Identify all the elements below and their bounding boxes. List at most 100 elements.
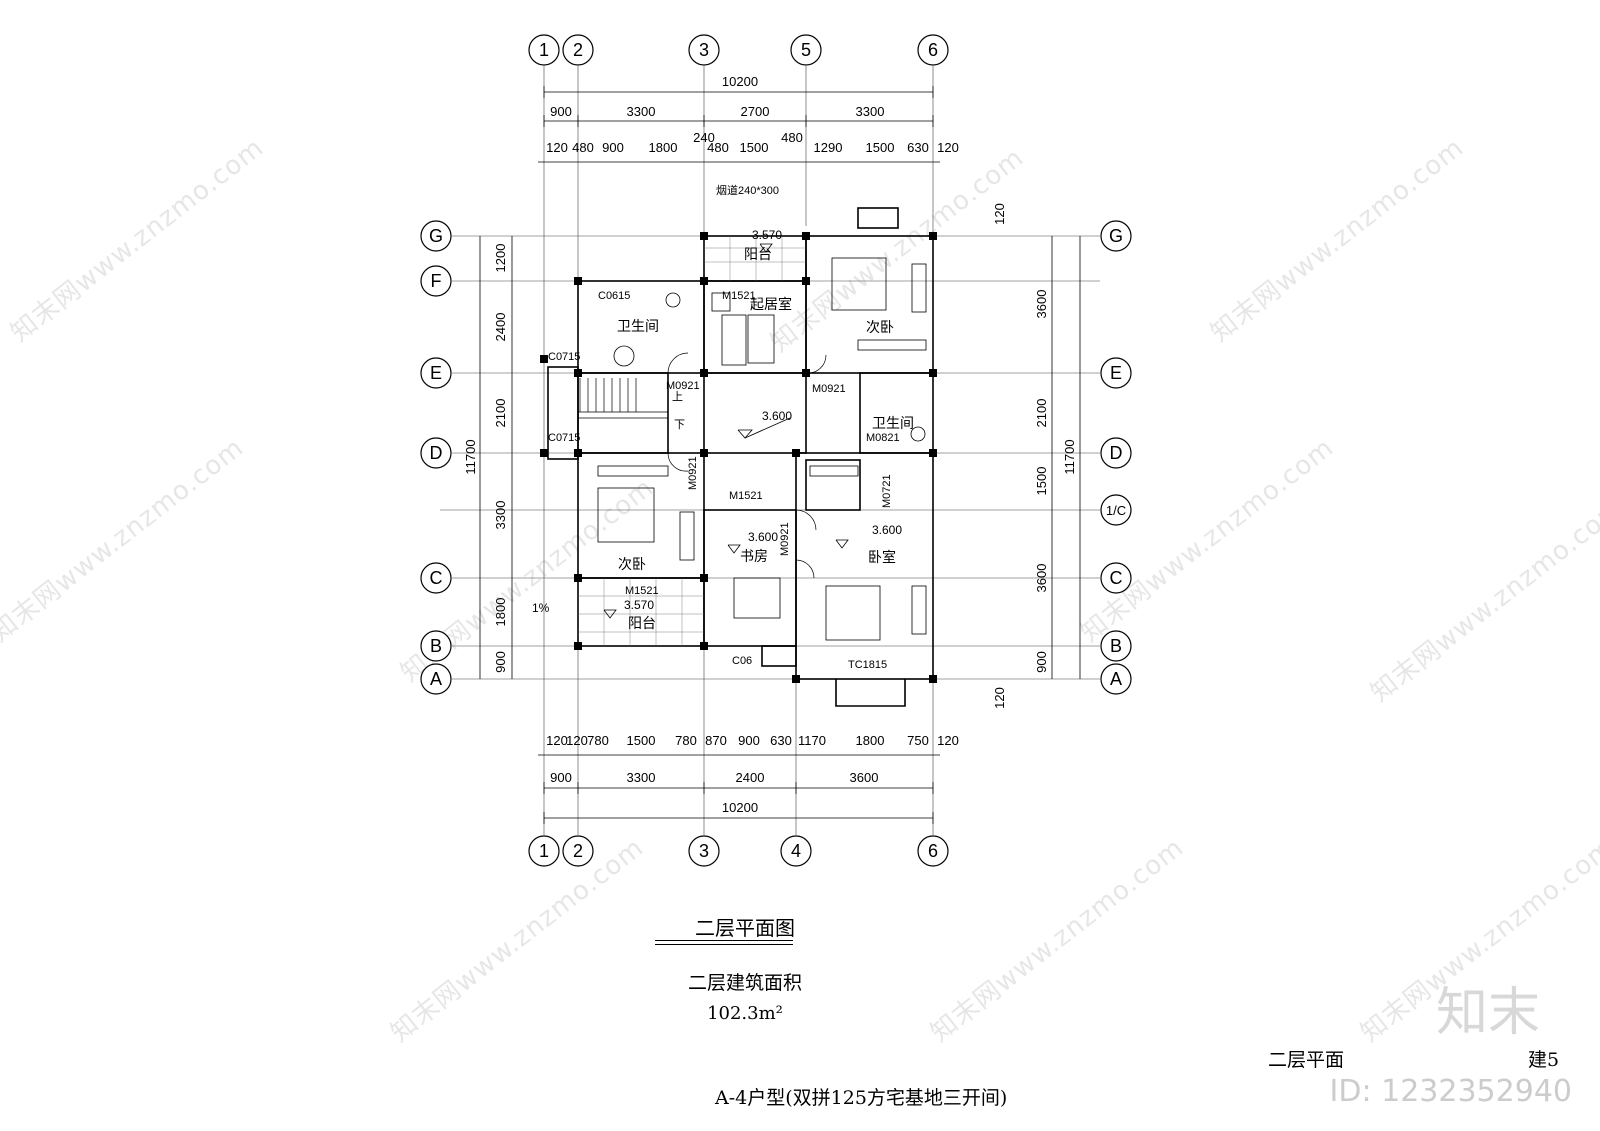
dim-bottom-detail: 780 bbox=[587, 733, 609, 748]
title-underline bbox=[655, 940, 793, 941]
dim-bottom-detail: 1170 bbox=[798, 733, 826, 748]
dim-top-detail: 480 bbox=[781, 130, 803, 145]
dim-bottom-detail: 780 bbox=[675, 733, 697, 748]
elevation-label: 3.600 bbox=[872, 523, 902, 537]
room-label-study: 书房 bbox=[740, 549, 768, 565]
dim-top-detail: 1290 bbox=[814, 140, 843, 155]
dim-right-axis: 2100 bbox=[1034, 399, 1049, 428]
elevation-label: 3.600 bbox=[762, 409, 792, 423]
dim-top-axis: 900 bbox=[550, 104, 572, 119]
axis-label-left: G bbox=[429, 226, 443, 246]
room-label-bath-left: 卫生间 bbox=[617, 319, 659, 335]
dim-top-detail: 480 bbox=[572, 140, 594, 155]
sheet-number: 建5 bbox=[1528, 1049, 1560, 1071]
room-label-balcony-bottom: 阳台 bbox=[628, 616, 656, 632]
flue-label: 烟道240*300 bbox=[716, 183, 779, 197]
axis-label-left: F bbox=[431, 271, 442, 291]
area-label: 二层建筑面积 bbox=[687, 972, 802, 994]
dim-top-axis: 3300 bbox=[856, 104, 885, 119]
dim-bottom-axis: 900 bbox=[550, 770, 572, 785]
dim-top-detail: 120 bbox=[937, 140, 959, 155]
axis-label-left: E bbox=[430, 363, 442, 383]
axis-label-bottom: 3 bbox=[699, 841, 709, 861]
dim-top-detail: 1800 bbox=[649, 140, 678, 155]
elevation-label: 3.600 bbox=[748, 530, 778, 544]
axis-label-right: E bbox=[1110, 363, 1122, 383]
door-label: M1521 bbox=[625, 585, 659, 597]
dim-left-axis: 3300 bbox=[493, 501, 508, 530]
window-label: C0615 bbox=[598, 290, 630, 302]
dim-bottom-axis: 3300 bbox=[627, 770, 656, 785]
watermark-id: ID: 1232352940 bbox=[1329, 1074, 1572, 1109]
dim-bottom-detail: 1800 bbox=[856, 733, 885, 748]
dim-right-axis: 1500 bbox=[1034, 467, 1049, 496]
room-label-master: 卧室 bbox=[868, 549, 896, 566]
area-value: 102.3m² bbox=[707, 1003, 783, 1024]
dim-right-small: 120 bbox=[992, 687, 1007, 709]
room-label-bath-right: 卫生间 bbox=[872, 416, 914, 432]
axis-label-top: 3 bbox=[699, 40, 709, 60]
axis-label-top: 5 bbox=[801, 40, 811, 60]
room-label-balcony-top: 阳台 bbox=[744, 247, 772, 263]
dim-bottom-detail: 120 bbox=[937, 733, 959, 748]
dim-bottom-detail: 120 bbox=[566, 733, 588, 748]
stair-up-label: 上 bbox=[672, 390, 683, 403]
window-label: C0715 bbox=[548, 351, 580, 363]
dim-top-detail: 1500 bbox=[740, 140, 769, 155]
dim-top-total: 10200 bbox=[722, 74, 758, 89]
dim-bottom-detail: 630 bbox=[770, 733, 792, 748]
axis-label-bottom: 1 bbox=[539, 841, 549, 861]
axis-label-top: 2 bbox=[573, 40, 583, 60]
axis-label-right: G bbox=[1109, 226, 1123, 246]
axis-label-bottom: 2 bbox=[573, 841, 583, 861]
axis-label-top: 6 bbox=[928, 40, 938, 60]
dim-bottom-detail: 750 bbox=[907, 733, 929, 748]
room-label-bed2-left: 次卧 bbox=[618, 557, 646, 573]
drawing-title: 二层平面图 bbox=[695, 916, 795, 940]
dim-top-detail: 630 bbox=[907, 140, 929, 155]
stair-down-label: 下 bbox=[674, 419, 685, 431]
dim-bottom-detail: 120 bbox=[546, 733, 568, 748]
axis-label-bottom: 6 bbox=[928, 841, 938, 861]
dim-top-detail: 240 bbox=[693, 130, 715, 145]
axis-label-left: D bbox=[430, 443, 443, 463]
room-label-living: 起居室 bbox=[750, 296, 792, 313]
dim-top-detail: 120 bbox=[546, 140, 568, 155]
door-label: M1521 bbox=[722, 290, 756, 302]
dim-left-axis: 1800 bbox=[493, 598, 508, 627]
dim-right-small: 120 bbox=[992, 203, 1007, 225]
door-label: M1521 bbox=[729, 490, 763, 502]
dim-top-axis: 2700 bbox=[741, 104, 770, 119]
dim-left-axis: 2100 bbox=[493, 399, 508, 428]
dim-left-axis: 900 bbox=[493, 651, 508, 673]
axis-label-right: C bbox=[1110, 568, 1123, 588]
door-label: M0921 bbox=[812, 383, 846, 395]
dim-bottom-total: 10200 bbox=[722, 800, 758, 815]
slope-label: 1% bbox=[532, 601, 550, 615]
axis-label-bottom: 4 bbox=[791, 841, 801, 861]
dim-bottom-axis: 2400 bbox=[736, 770, 765, 785]
door-label: M0921 bbox=[687, 456, 699, 490]
unit-type-label: A-4户型(双拼125方宅基地三开间) bbox=[715, 1087, 1008, 1109]
axis-label-right: A bbox=[1110, 669, 1122, 689]
axis-label-left: A bbox=[430, 669, 442, 689]
door-label: M0921 bbox=[666, 380, 700, 392]
axis-label-left: C bbox=[430, 568, 443, 588]
door-label: M0721 bbox=[881, 474, 893, 508]
dim-right-axis: 900 bbox=[1034, 651, 1049, 673]
window-label: C06 bbox=[732, 655, 752, 667]
door-label: M0821 bbox=[866, 432, 900, 444]
dim-top-detail: 480 bbox=[707, 140, 729, 155]
watermark-logo: 知末 bbox=[1435, 983, 1540, 1043]
axis-label-right: D bbox=[1110, 443, 1123, 463]
dim-left-axis: 2400 bbox=[493, 313, 508, 342]
dim-bottom-axis: 3600 bbox=[850, 770, 879, 785]
dim-bottom-detail: 870 bbox=[705, 733, 727, 748]
room-label-bed2-top: 次卧 bbox=[866, 320, 894, 336]
dim-top-detail: 900 bbox=[602, 140, 624, 155]
dim-top-detail: 1500 bbox=[866, 140, 895, 155]
dim-bottom-detail: 900 bbox=[738, 733, 760, 748]
axis-label-left: B bbox=[430, 636, 442, 656]
title-underline bbox=[655, 944, 793, 945]
